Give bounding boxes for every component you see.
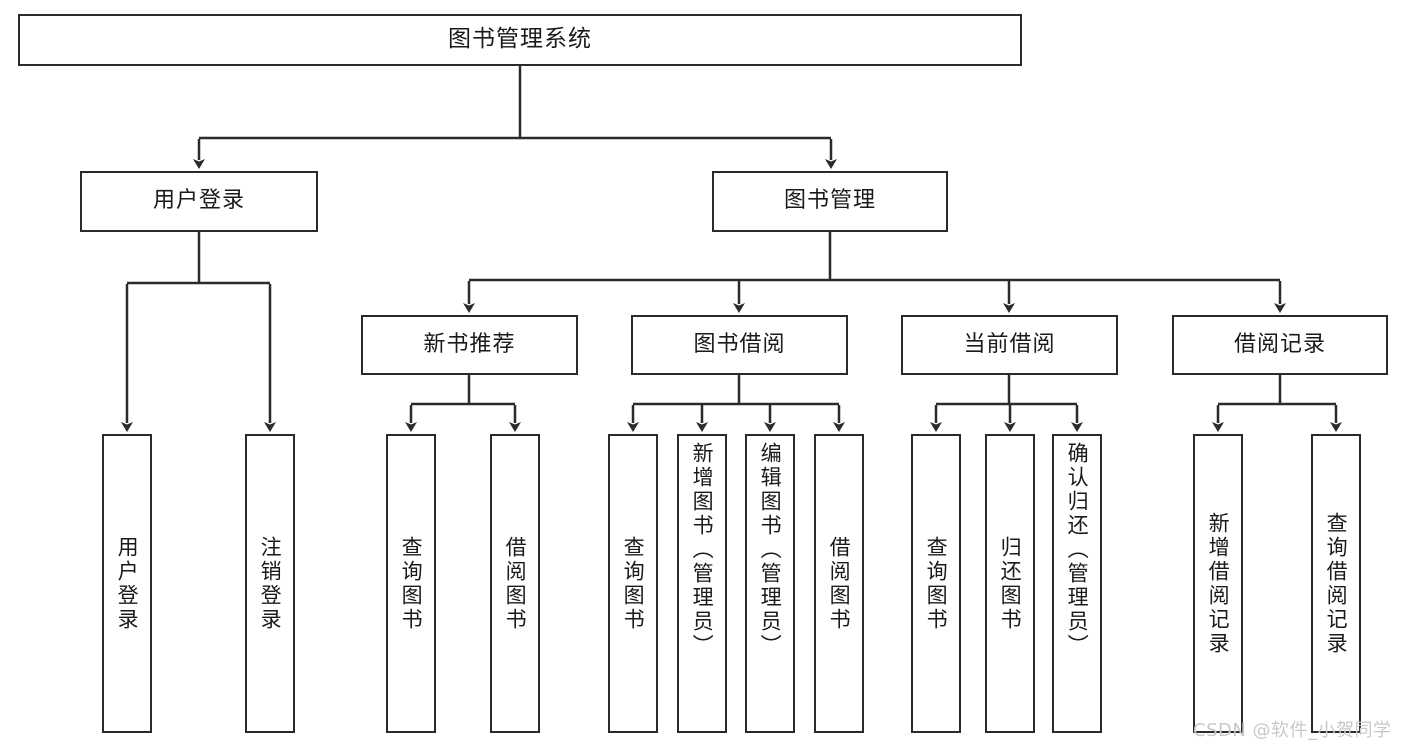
- leaf-query-record[interactable]: 查询借阅记录: [1311, 434, 1361, 733]
- node-book-manage-label: 图书管理: [783, 188, 876, 214]
- leaf-return-book[interactable]: 归还图书: [985, 434, 1035, 733]
- node-user-login[interactable]: 用户登录: [80, 171, 318, 232]
- node-current-borrow-label: 当前借阅: [963, 331, 1056, 357]
- leaf-query-book-3[interactable]: 查询图书: [911, 434, 961, 733]
- leaf-add-record[interactable]: 新增借阅记录: [1193, 434, 1243, 733]
- leaf-query-book-1-label: 查询图书: [399, 535, 424, 632]
- leaf-query-book-2-label: 查询图书: [621, 535, 646, 632]
- leaf-borrow-book-2-label: 借阅图书: [827, 535, 852, 632]
- csdn-watermark: CSDN @软件_小贺同学: [1193, 720, 1392, 741]
- leaf-logout[interactable]: 注销登录: [245, 434, 295, 733]
- leaf-borrow-book-2[interactable]: 借阅图书: [814, 434, 864, 733]
- leaf-edit-book-label: 编辑图书（管理员）: [758, 442, 783, 658]
- leaf-query-book-1[interactable]: 查询图书: [386, 434, 436, 733]
- leaf-user-login-label: 用户登录: [115, 535, 140, 632]
- node-user-login-label: 用户登录: [152, 188, 245, 214]
- node-borrow-record-label: 借阅记录: [1233, 331, 1326, 357]
- node-root-label: 图书管理系统: [448, 26, 592, 53]
- node-borrow-record[interactable]: 借阅记录: [1172, 315, 1388, 375]
- leaf-add-book[interactable]: 新增图书（管理员）: [677, 434, 727, 733]
- node-root[interactable]: 图书管理系统: [18, 14, 1022, 66]
- leaf-borrow-book-1[interactable]: 借阅图书: [490, 434, 540, 733]
- node-book-borrow-label: 图书借阅: [693, 331, 786, 357]
- leaf-add-record-label: 新增借阅记录: [1206, 511, 1231, 656]
- node-book-borrow[interactable]: 图书借阅: [631, 315, 848, 375]
- leaf-borrow-book-1-label: 借阅图书: [503, 535, 528, 632]
- leaf-edit-book[interactable]: 编辑图书（管理员）: [745, 434, 795, 733]
- node-new-book-rec[interactable]: 新书推荐: [361, 315, 578, 375]
- leaf-return-book-label: 归还图书: [998, 535, 1023, 632]
- node-current-borrow[interactable]: 当前借阅: [901, 315, 1118, 375]
- leaf-add-book-label: 新增图书（管理员）: [690, 442, 715, 658]
- leaf-logout-label: 注销登录: [258, 535, 283, 632]
- leaf-query-book-2[interactable]: 查询图书: [608, 434, 658, 733]
- leaf-query-record-label: 查询借阅记录: [1324, 511, 1349, 656]
- leaf-confirm-return[interactable]: 确认归还（管理员）: [1052, 434, 1102, 733]
- leaf-user-login[interactable]: 用户登录: [102, 434, 152, 733]
- node-new-book-rec-label: 新书推荐: [423, 331, 516, 357]
- leaf-confirm-return-label: 确认归还（管理员）: [1065, 442, 1090, 658]
- leaf-query-book-3-label: 查询图书: [924, 535, 949, 632]
- node-book-manage[interactable]: 图书管理: [712, 171, 948, 232]
